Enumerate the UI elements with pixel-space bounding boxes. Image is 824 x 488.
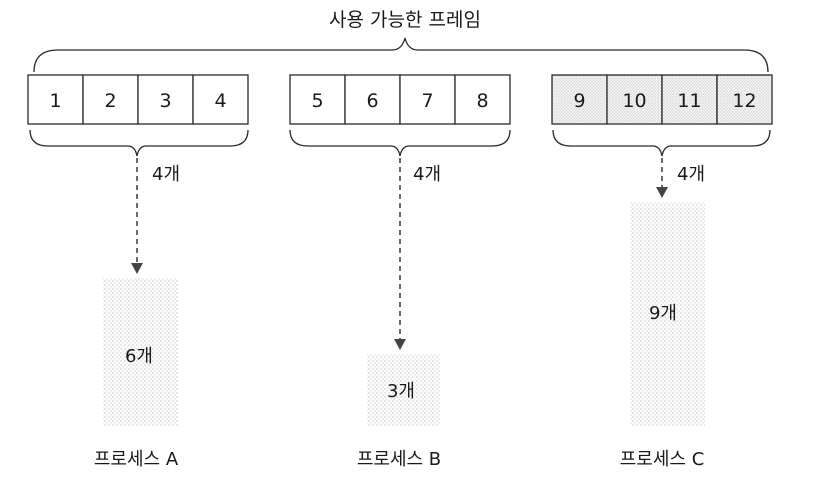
frame-number: 5 (311, 90, 323, 112)
arrowhead (394, 339, 406, 350)
group-c: 9 10 11 12 4개 9개 프로세스 C (551, 74, 773, 470)
frame-number: 9 (573, 90, 585, 112)
process-memory-block (367, 354, 440, 426)
top-brace (33, 37, 769, 73)
diagram-title: 사용 가능한 프레임 (329, 9, 481, 31)
group-b: 5 6 7 8 4개 3개 프로세스 B (289, 74, 511, 470)
frame-cell (289, 74, 346, 125)
frame-number: 1 (49, 90, 61, 112)
process-label: 프로세스 A (94, 449, 179, 470)
allocated-count: 4개 (152, 164, 180, 185)
group-brace (289, 129, 511, 157)
frame-row-b: 5 6 7 8 (289, 74, 511, 125)
frame-number: 2 (104, 90, 116, 112)
frame-cell (344, 74, 401, 125)
required-count: 3개 (387, 381, 415, 402)
frame-cell (716, 74, 773, 125)
frame-cell (27, 74, 84, 125)
process-memory-block (630, 202, 705, 426)
frame-number: 11 (677, 90, 701, 112)
frame-row-a: 1 2 3 4 (27, 74, 249, 125)
frame-cell (192, 74, 249, 125)
frame-number: 7 (421, 90, 433, 112)
allocated-count: 4개 (677, 164, 705, 185)
group-brace (552, 129, 771, 157)
required-count: 9개 (649, 303, 677, 324)
process-memory-block (103, 278, 178, 426)
frame-cell (82, 74, 139, 125)
group-a: 1 2 3 4 4개 6개 프로세스 A (27, 74, 249, 470)
arrowhead (131, 263, 143, 274)
frame-cell (454, 74, 511, 125)
frame-number: 3 (159, 90, 171, 112)
arrowhead (656, 187, 668, 198)
process-label: 프로세스 B (357, 449, 441, 470)
required-count: 6개 (125, 346, 153, 367)
process-label: 프로세스 C (620, 449, 705, 470)
frame-number: 12 (732, 90, 756, 112)
frame-number: 6 (366, 90, 378, 112)
frame-number: 4 (214, 90, 226, 112)
allocated-count: 4개 (413, 164, 441, 185)
frame-cell (606, 74, 663, 125)
group-brace (29, 129, 249, 157)
frame-cell (137, 74, 194, 125)
frame-number: 10 (622, 90, 646, 112)
frame-row-c: 9 10 11 12 (551, 74, 773, 125)
frame-number: 8 (476, 90, 488, 112)
